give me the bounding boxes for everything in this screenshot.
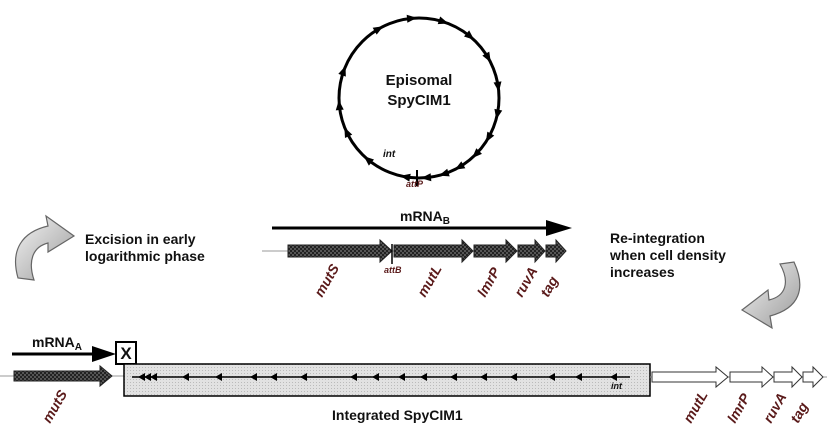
reintegration-caption-line2: when cell density — [609, 247, 726, 263]
bottom-tag-label: tag — [787, 399, 812, 426]
top-mutS-gene — [287, 238, 393, 264]
top-lmrP-gene — [473, 238, 518, 264]
bottom-ruvA-label: ruvA — [760, 390, 790, 426]
plasmid-arrowhead — [454, 161, 466, 170]
plasmid-circle — [337, 16, 501, 180]
plasmid-arrowhead — [437, 16, 449, 25]
integrated-arrowhead — [300, 373, 307, 381]
integrated-arrowhead — [144, 373, 151, 381]
integrated-arrowhead — [450, 373, 457, 381]
integrated-arrowhead — [420, 373, 427, 381]
reintegration-caption-line1: Re-integration — [610, 230, 705, 246]
integrated-element-arrows — [138, 373, 617, 381]
top-mutS-label: mutS — [311, 261, 343, 300]
top-ruvA-label: ruvA — [511, 264, 541, 300]
excision-caption-line2: logarithmic phase — [85, 248, 205, 264]
plasmid-arrowhead — [472, 148, 482, 159]
excision-caption-line1: Excision in early — [85, 231, 196, 247]
plasmid-arrowhead — [438, 168, 450, 177]
plasmid-arrowhead — [335, 100, 344, 111]
top-tag-gene — [545, 238, 567, 264]
integrated-int-label: int — [611, 381, 623, 391]
integrated-arrowhead — [372, 373, 379, 381]
mrna-a-arrow: mRNAA — [12, 334, 116, 362]
plasmid-arrowhead — [482, 51, 491, 63]
attb-label: attB — [384, 265, 402, 275]
bottom-ruvA-gene — [773, 365, 803, 389]
integrated-arrowhead — [398, 373, 405, 381]
integrated-arrowhead — [270, 373, 277, 381]
mrna-b-label: mRNAB — [400, 208, 450, 227]
integrated-arrowhead — [610, 373, 617, 381]
integrated-arrowhead — [350, 373, 357, 381]
episomal-int-label: int — [383, 149, 396, 160]
top-lmrP-label: lmrP — [474, 264, 504, 300]
plasmid-arrowhead — [363, 156, 375, 166]
plasmid-arrowhead — [463, 30, 475, 40]
excision-curved-arrow — [14, 214, 76, 281]
reintegration-caption-line3: increases — [610, 264, 675, 280]
bottom-lmrP-gene — [729, 365, 774, 389]
bottom-mutS-gene — [13, 364, 113, 388]
attp-label: attP — [406, 179, 424, 189]
plasmid-arrowhead — [400, 173, 411, 182]
plasmid-arrowhead — [406, 14, 417, 23]
episomal-plasmid: Episomal SpyCIM1 int attP — [335, 14, 503, 189]
mrna-b-arrow: mRNAB — [272, 208, 572, 236]
reintegration-curved-arrow — [740, 261, 801, 330]
episomal-title-line1: Episomal — [386, 72, 453, 89]
x-mark: X — [120, 344, 132, 363]
episomal-title-line2: SpyCIM1 — [387, 92, 450, 109]
top-mutL-gene — [393, 238, 474, 264]
plasmid-arrowhead — [344, 127, 353, 139]
plasmid-arrowhead — [494, 108, 503, 120]
plasmid-arrowhead — [421, 173, 432, 182]
integrated-arrowhead — [250, 373, 257, 381]
plasmid-arrowhead — [485, 131, 495, 143]
integrated-element-box — [123, 363, 651, 397]
plasmid-gene-arrows — [335, 14, 503, 182]
bottom-mutL-gene — [651, 365, 729, 389]
integrated-arrowhead — [138, 373, 145, 381]
plasmid-arrowhead — [493, 81, 502, 92]
integrated-arrowhead — [575, 373, 582, 381]
plasmid-arrowhead — [372, 26, 384, 35]
bottom-mutL-label: mutL — [680, 388, 711, 426]
integrated-arrowhead — [510, 373, 517, 381]
integrated-title: Integrated SpyCIM1 — [332, 407, 463, 423]
integrated-arrowhead — [182, 373, 189, 381]
top-tag-label: tag — [537, 273, 562, 300]
bottom-tag-gene — [802, 365, 824, 389]
integrated-arrowhead — [548, 373, 555, 381]
bottom-mutS-label: mutS — [39, 387, 71, 426]
integrated-arrowhead — [150, 373, 157, 381]
integrated-arrowhead — [215, 373, 222, 381]
plasmid-arrowhead — [338, 65, 346, 77]
top-ruvA-gene — [517, 238, 546, 264]
integrated-arrowhead — [480, 373, 487, 381]
mrna-a-label: mRNAA — [32, 334, 82, 353]
integrated-track: int mutS mutL lmrP ruvA tag Integrated S… — [0, 363, 827, 426]
excised-gene-track: attB mutS mutL lmrP ruvA tag — [262, 238, 567, 300]
top-mutL-label: mutL — [414, 262, 445, 300]
termination-x-box: X — [115, 341, 137, 365]
bottom-lmrP-label: lmrP — [724, 390, 754, 426]
